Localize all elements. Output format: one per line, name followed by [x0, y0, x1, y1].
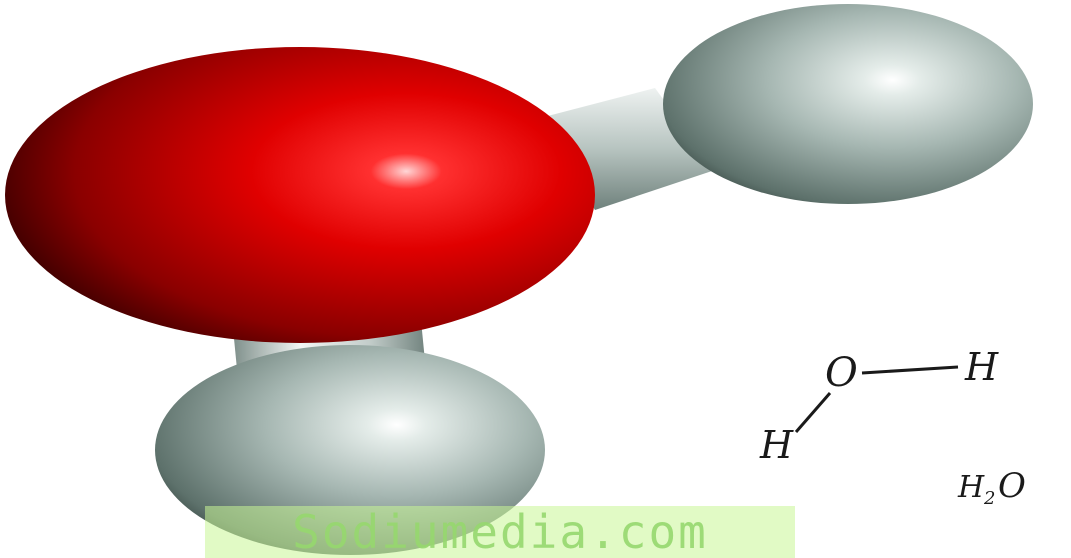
watermark: Sodiumedia.com — [205, 506, 795, 558]
structural-formula: O H H — [759, 345, 999, 467]
chemical-formula-oxygen: O — [998, 466, 1026, 506]
chemical-formula-subscript: 2 — [983, 488, 995, 509]
structural-formula-hydrogen-left: H — [759, 423, 794, 467]
chemical-formula: H 2 O — [957, 466, 1026, 509]
chemical-formula-hydrogen: H — [957, 470, 985, 505]
structural-formula-bond-left — [794, 392, 832, 433]
hydrogen-atom-top-right — [663, 4, 1033, 204]
structural-formula-oxygen: O — [825, 350, 858, 396]
hydrogen-atom-bottom — [155, 345, 545, 555]
structural-formula-bond-right — [861, 365, 959, 375]
structural-formula-hydrogen-right: H — [964, 345, 999, 389]
oxygen-atom — [5, 47, 595, 343]
watermark-text: Sodiumedia.com — [292, 506, 708, 558]
